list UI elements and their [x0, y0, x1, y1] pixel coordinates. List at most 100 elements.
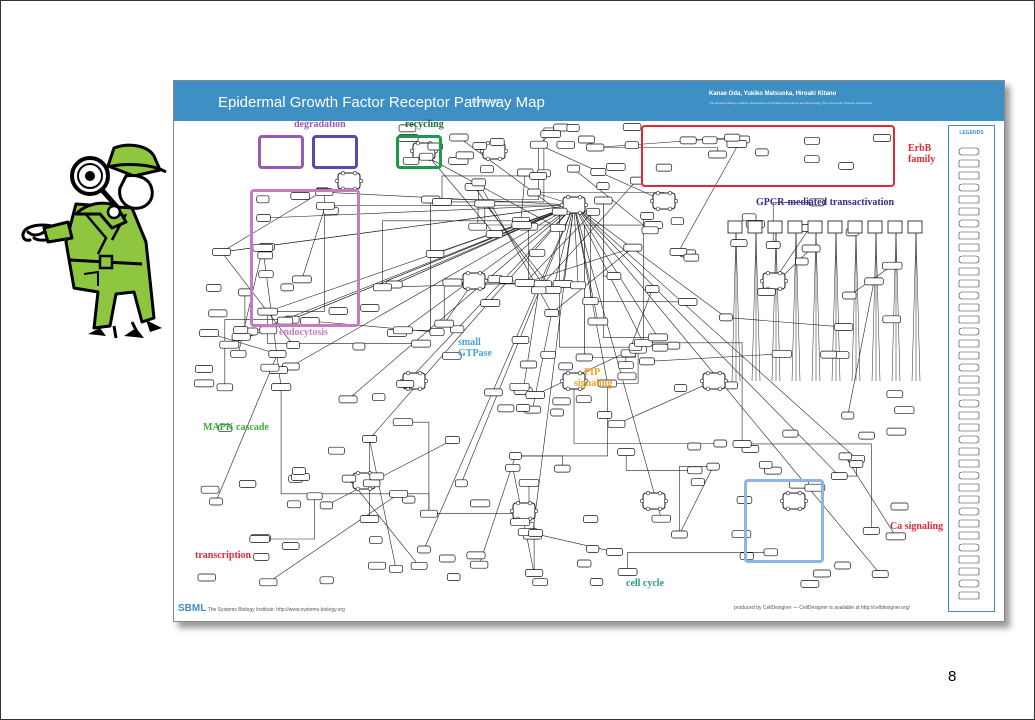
- receptor-complex-node: [338, 173, 360, 189]
- legend-glyph: [959, 508, 979, 515]
- phosphorylation-site: [778, 271, 782, 275]
- protein-node: [456, 152, 474, 159]
- protein-node: [530, 172, 547, 179]
- phosphorylation-site: [784, 279, 788, 283]
- protein-node: [742, 214, 756, 221]
- protein-node: [541, 351, 556, 358]
- protein-node: [801, 580, 819, 587]
- phosphorylation-site: [658, 507, 662, 511]
- protein-node: [370, 473, 384, 480]
- network-edge: [574, 205, 839, 476]
- legend-glyph: [959, 244, 979, 251]
- phosphorylation-site: [718, 371, 722, 375]
- protein-node: [426, 250, 444, 257]
- protein-node: [525, 570, 542, 577]
- network-edge: [845, 456, 896, 536]
- protein-node: [588, 318, 608, 325]
- protein-node: [363, 436, 377, 443]
- protein-node: [646, 286, 660, 293]
- protein-node: [261, 364, 279, 371]
- protein-node: [584, 516, 598, 523]
- phosphorylation-site: [534, 509, 538, 513]
- protein-node: [758, 288, 776, 295]
- protein-node: [672, 531, 688, 538]
- gpcr-receptor-node: [728, 221, 742, 233]
- receptor-complex-node: [763, 273, 785, 289]
- protein-node: [475, 200, 495, 207]
- protein-node: [499, 276, 512, 283]
- protein-node: [671, 218, 684, 225]
- protein-node: [598, 412, 612, 419]
- protein-node: [796, 258, 809, 265]
- network-edge: [756, 231, 760, 381]
- network-edge: [852, 231, 856, 381]
- protein-node: [206, 284, 221, 291]
- protein-node: [506, 464, 520, 471]
- phosphorylation-site: [706, 387, 710, 391]
- phosphorylation-site: [504, 149, 508, 153]
- protein-node: [707, 463, 719, 470]
- phosphorylation-site: [528, 501, 532, 505]
- legend-glyph: [959, 268, 979, 275]
- protein-node: [607, 273, 621, 280]
- phosphorylation-site: [664, 499, 668, 503]
- pathway-map-poster: Epidermal Growth Factor Receptor Pathway…: [173, 80, 1005, 622]
- phosphorylation-site: [406, 371, 410, 375]
- phosphorylation-site: [566, 195, 570, 199]
- network-edge: [732, 231, 736, 381]
- protein-node: [260, 327, 277, 334]
- erbb-family-box: [641, 125, 895, 187]
- protein-node: [576, 396, 591, 403]
- protein-node: [220, 341, 239, 348]
- protein-node: [571, 282, 586, 289]
- protein-node: [439, 555, 455, 562]
- protein-node: [342, 475, 356, 482]
- protein-node: [481, 300, 500, 307]
- legend-glyph: [959, 328, 979, 335]
- protein-node: [217, 384, 233, 391]
- phosphorylation-site: [498, 157, 502, 161]
- legend-glyph: [959, 232, 979, 239]
- protein-node: [839, 453, 852, 460]
- protein-node: [435, 320, 454, 327]
- protein-node: [529, 249, 545, 256]
- protein-node: [545, 287, 561, 294]
- network-edge: [736, 231, 740, 381]
- legend-glyph: [959, 520, 979, 527]
- legend-glyph: [959, 556, 979, 563]
- protein-node: [834, 324, 853, 331]
- protein-node: [530, 141, 547, 148]
- phosphorylation-site: [356, 487, 360, 491]
- protein-node: [200, 330, 219, 337]
- phosphorylation-site: [478, 287, 482, 291]
- phosphorylation-site: [668, 191, 672, 195]
- network-edge: [479, 456, 515, 565]
- protein-node: [198, 574, 216, 581]
- protein-node: [895, 407, 914, 414]
- protein-node: [373, 284, 391, 291]
- protein-node: [668, 342, 680, 349]
- phosphorylation-site: [578, 211, 582, 215]
- network-edge: [816, 231, 820, 381]
- protein-node: [390, 490, 408, 497]
- protein-node: [887, 428, 906, 435]
- legend-glyph: [959, 316, 979, 323]
- legend-glyph: [959, 424, 979, 431]
- protein-node: [691, 479, 704, 486]
- protein-node: [329, 447, 345, 454]
- legend-glyph: [959, 388, 979, 395]
- protein-node: [389, 565, 402, 572]
- label-endocytosis: endocytosis: [279, 327, 328, 338]
- network-edge: [574, 205, 880, 574]
- phosphorylation-site: [778, 287, 782, 291]
- legend-glyph: [959, 460, 979, 467]
- detective-with-magnifying-glass-icon: [14, 142, 174, 342]
- protein-node: [411, 562, 427, 569]
- protein-node: [370, 537, 383, 544]
- protein-node: [509, 452, 521, 459]
- protein-node: [783, 430, 798, 437]
- network-edge: [912, 231, 916, 381]
- phosphorylation-site: [359, 179, 363, 183]
- protein-node: [515, 279, 535, 286]
- network-edge: [848, 281, 874, 415]
